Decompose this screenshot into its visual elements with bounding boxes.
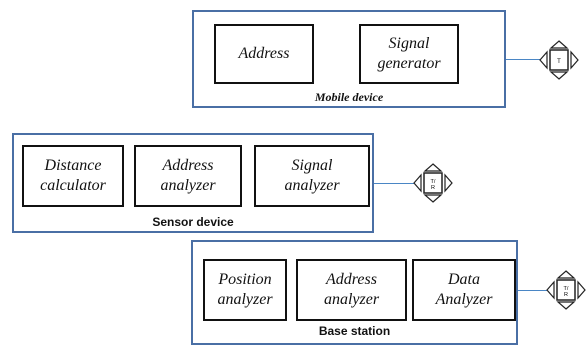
antenna-label: T/ [564, 286, 569, 292]
transmitter-antenna-icon: T [539, 40, 579, 80]
base-antenna-link [518, 290, 548, 291]
distance-calculator-box: Distance calculator [22, 145, 124, 207]
antenna-label: R [564, 292, 568, 298]
sensor-address-analyzer-box: Address analyzer [134, 145, 242, 207]
transceiver-antenna-icon: T/ R [546, 270, 586, 310]
base-station-group: Position analyzer Address analyzer Data … [191, 240, 518, 345]
antenna-label: T/ [431, 179, 436, 185]
mobile-device-label: Mobile device [314, 90, 384, 104]
position-analyzer-box: Position analyzer [203, 259, 287, 321]
signal-analyzer-box: Signal analyzer [254, 145, 370, 207]
data-analyzer-box: Data Analyzer [412, 259, 516, 321]
address-box: Address [214, 24, 314, 84]
mobile-device-group: Address Signal generator Mobile device [192, 10, 506, 108]
base-address-analyzer-box: Address analyzer [296, 259, 407, 321]
antenna-label: T [557, 59, 561, 65]
antenna-label: R [431, 185, 435, 191]
sensor-device-group: Distance calculator Address analyzer Sig… [12, 133, 374, 233]
sensor-antenna-link [374, 183, 414, 184]
mobile-antenna-link [506, 59, 540, 60]
signal-generator-box: Signal generator [359, 24, 459, 84]
sensor-device-label: Sensor device [152, 215, 234, 229]
transceiver-antenna-icon: T/ R [413, 163, 453, 203]
base-station-label: Base station [318, 324, 391, 338]
